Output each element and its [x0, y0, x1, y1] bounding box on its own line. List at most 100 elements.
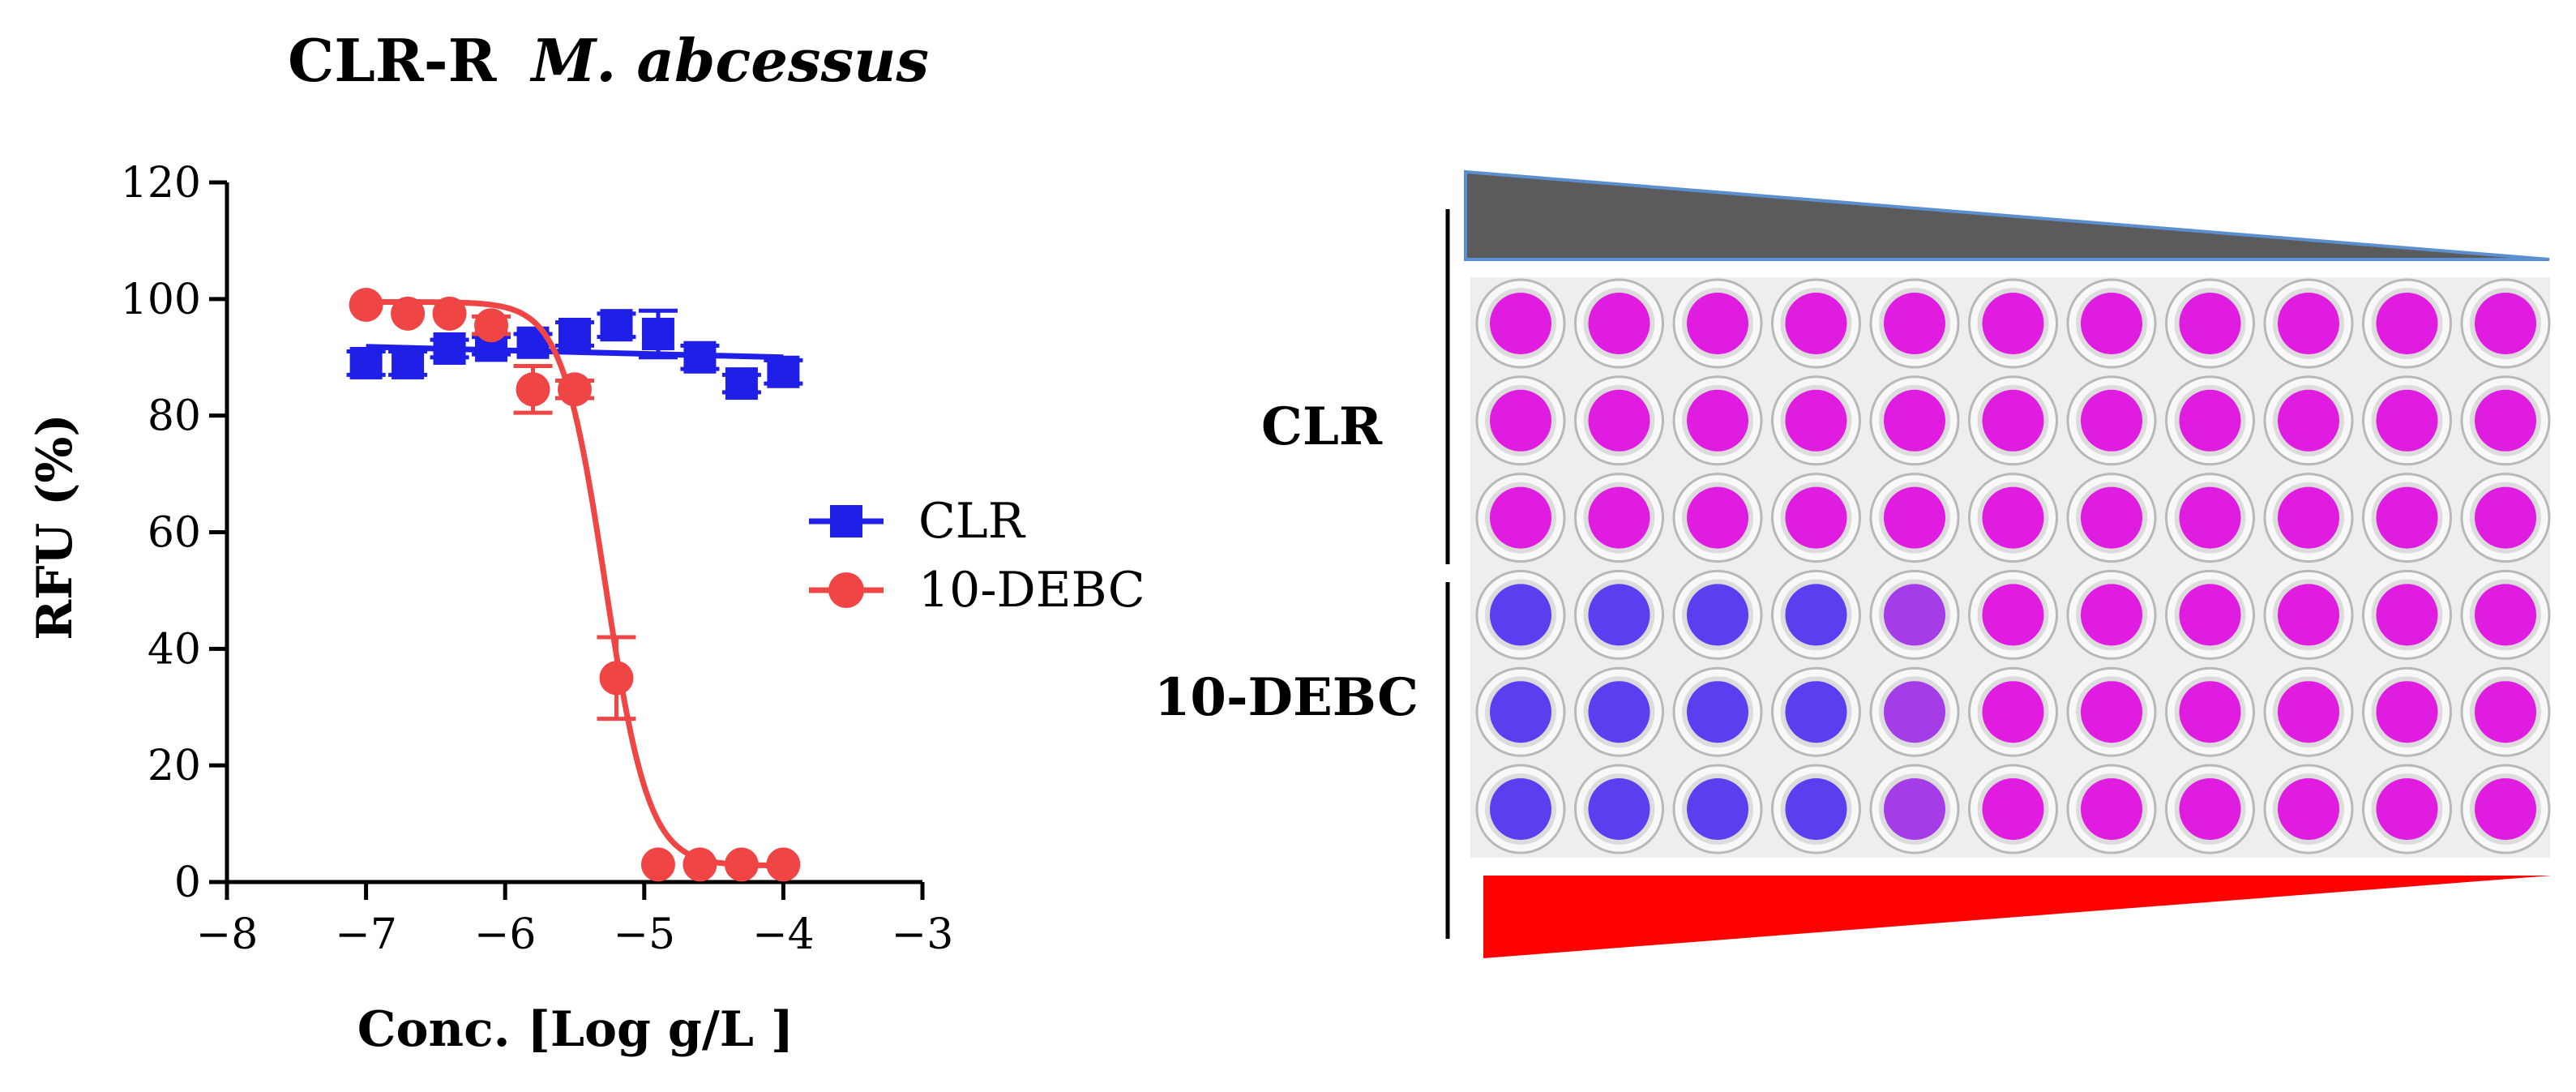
well-fill [2081, 293, 2142, 354]
plate-well [2460, 569, 2551, 660]
well-fill [1588, 584, 1650, 646]
well-fill [2376, 778, 2438, 840]
plate-well [2263, 764, 2354, 854]
plate-row-label-clr: CLR [1261, 396, 1383, 457]
data-point-10-debc [474, 308, 509, 343]
data-point-clr [433, 332, 466, 365]
well-fill [1785, 389, 1847, 452]
well-fill [1490, 584, 1551, 646]
well-fill [2376, 681, 2438, 743]
well-fill [1785, 584, 1847, 646]
well-fill [1588, 778, 1650, 840]
plate-well [1771, 569, 1861, 660]
y-tick-label: 0 [174, 859, 201, 907]
well-fill [1687, 293, 1748, 354]
legend-item-clr: CLR [809, 493, 1026, 550]
well-fill [2278, 293, 2339, 354]
well-fill [2278, 778, 2339, 840]
data-point-clr [641, 317, 674, 350]
y-tick-label: 120 [121, 159, 201, 208]
well-fill [2278, 389, 2339, 452]
plate-well [1968, 764, 2058, 854]
legend-marker-clr [830, 505, 862, 537]
well-fill [2081, 584, 2142, 646]
well-fill [2475, 293, 2536, 354]
x-tick-label: −8 [196, 910, 259, 959]
data-point-10-debc [391, 296, 426, 331]
x-tick-label: −3 [892, 910, 954, 959]
plate-well [2362, 278, 2452, 369]
y-tick-label: 20 [148, 742, 201, 790]
series-10-debc [349, 288, 801, 882]
well-fill [2376, 584, 2438, 646]
plate-well [1771, 666, 1861, 757]
plate-well [2362, 375, 2452, 466]
data-point-10-debc [516, 372, 550, 407]
plate-well [1771, 375, 1861, 466]
plate-well [1968, 473, 2058, 563]
well-fill [1687, 584, 1748, 646]
data-point-10-debc [640, 847, 675, 882]
well-fill [1588, 293, 1650, 354]
plate-well [1475, 666, 1566, 757]
well-fill [2278, 681, 2339, 743]
plate-well [1475, 569, 1566, 660]
plate-well [1869, 473, 1960, 563]
plate-well [2165, 278, 2255, 369]
data-point-10-debc [349, 288, 383, 323]
series-clr [346, 308, 803, 400]
well-fill [2475, 584, 2536, 646]
data-point-10-debc [724, 847, 759, 882]
data-point-clr [683, 340, 717, 374]
plate-well [2066, 764, 2157, 854]
well-fill [1884, 389, 1945, 452]
well-fill [2081, 681, 2142, 743]
plate-well [1574, 278, 1664, 369]
plate-well [1475, 278, 1566, 369]
chart-title-prefix: CLR-R [288, 26, 498, 95]
y-tick-label: 60 [148, 509, 201, 558]
well-fill [1687, 389, 1748, 452]
plate-well [1574, 569, 1664, 660]
data-point-10-debc [683, 847, 717, 882]
concentration-wedge-red [1483, 876, 2552, 958]
well-fill [2179, 293, 2241, 354]
well-fill [1687, 486, 1748, 549]
plate-well [2460, 666, 2551, 757]
well-fill [1490, 389, 1551, 452]
well-fill [1785, 486, 1847, 549]
well-fill [1982, 778, 2044, 840]
plate-well [2460, 764, 2551, 854]
legend-item-10-debc: 10-DEBC [809, 562, 1145, 619]
chart-title: CLR-R M. abcessus [288, 26, 929, 95]
plate-well [2066, 569, 2157, 660]
well-fill [1785, 778, 1847, 840]
well-fill [1884, 293, 1945, 354]
well-plate-panel: CLR 10-DEBC [1154, 169, 2552, 958]
well-fill [2376, 293, 2438, 354]
well-fill [2475, 681, 2536, 743]
plate-well [2362, 764, 2452, 854]
legend-label-clr: CLR [918, 493, 1026, 550]
x-tick-label: −7 [335, 910, 397, 959]
well-fill [1982, 389, 2044, 452]
plate-well [1869, 278, 1960, 369]
plate-well [2362, 569, 2452, 660]
concentration-wedge-gray [1464, 169, 2550, 261]
plate-well [2066, 473, 2157, 563]
well-fill [1982, 293, 2044, 354]
plate-well [1672, 473, 1763, 563]
well-fill [2475, 778, 2536, 840]
well-fill [2475, 389, 2536, 452]
well-fill [1490, 778, 1551, 840]
well-fill [1785, 293, 1847, 354]
plate-well [2460, 473, 2551, 563]
well-fill [2376, 486, 2438, 549]
plate-well [2460, 375, 2551, 466]
well-fill [2081, 486, 2142, 549]
plate-well [2066, 278, 2157, 369]
plate-well [2263, 375, 2354, 466]
well-fill [1588, 486, 1650, 549]
well-fill [2179, 584, 2241, 646]
